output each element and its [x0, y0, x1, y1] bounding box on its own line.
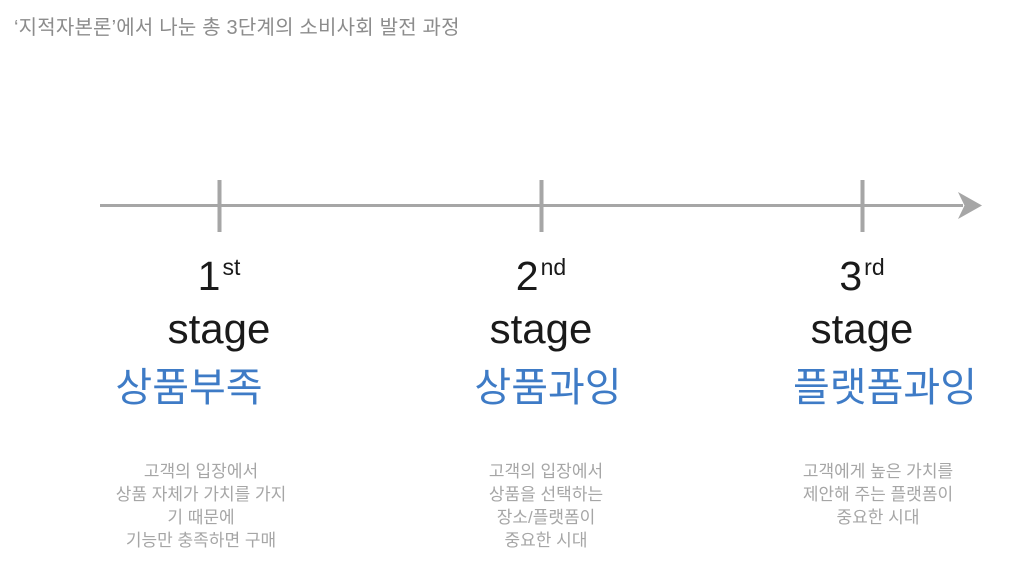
- stage-2-ordinal: 2nd: [381, 252, 701, 306]
- stage-1-description: 고객의 입장에서 상품 자체가 가치를 가지 기 때문에 기능만 충족하면 구매: [41, 460, 361, 552]
- ordinal-suffix: st: [222, 254, 241, 280]
- description-line: 중요한 시대: [836, 508, 920, 527]
- description-line: 상품 자체가 가치를 가지: [115, 485, 287, 504]
- stage-3-ordinal: 3rd: [702, 252, 1020, 306]
- ordinal-number: 3: [839, 253, 863, 299]
- stage-2-description: 고객의 입장에서 상품을 선택하는 장소/플랫폼이 중요한 시대: [386, 460, 706, 552]
- stage-2-word: stage: [489, 305, 593, 352]
- description-line: 고객에게 높은 가치를: [802, 462, 954, 481]
- description-line: 장소/플랫폼이: [496, 508, 596, 527]
- stage-1-ordinal: 1st: [59, 252, 379, 306]
- description-line: 기능만 충족하면 구매: [125, 531, 277, 550]
- description-line: 상품을 선택하는: [488, 485, 604, 504]
- stage-1-word: stage: [167, 305, 271, 352]
- stage-3-description: 고객에게 높은 가치를 제안해 주는 플랫폼이 중요한 시대: [718, 460, 1020, 529]
- stage-column-3: 3rd stage 플랫폼과잉 고객에게 높은 가치를 제안해 주는 플랫폼이 …: [702, 0, 1020, 582]
- ordinal-number: 1: [197, 253, 221, 299]
- description-line: 고객의 입장에서: [488, 462, 604, 481]
- stage-1-label: 상품부족: [115, 366, 263, 410]
- stage-2-label: 상품과잉: [474, 366, 622, 410]
- description-line: 중요한 시대: [504, 531, 588, 550]
- ordinal-number: 2: [515, 253, 539, 299]
- stage-3-label: 플랫폼과잉: [793, 366, 977, 410]
- stage-3-word: stage: [810, 305, 914, 352]
- slide-title: ‘지적자본론’에서 나눈 총 3단계의 소비사회 발전 과정: [14, 17, 460, 39]
- description-line: 제안해 주는 플랫폼이: [802, 485, 954, 504]
- timeline-arrowhead-icon: [958, 192, 982, 219]
- stage-column-1: 1st stage 상품부족 고객의 입장에서 상품 자체가 가치를 가지 기 …: [59, 0, 379, 582]
- stage-column-2: 2nd stage 상품과잉 고객의 입장에서 상품을 선택하는 장소/플랫폼이…: [381, 0, 701, 582]
- description-line: 고객의 입장에서: [143, 462, 259, 481]
- ordinal-suffix: rd: [864, 254, 885, 280]
- ordinal-suffix: nd: [540, 254, 567, 280]
- description-line: 기 때문에: [167, 508, 235, 527]
